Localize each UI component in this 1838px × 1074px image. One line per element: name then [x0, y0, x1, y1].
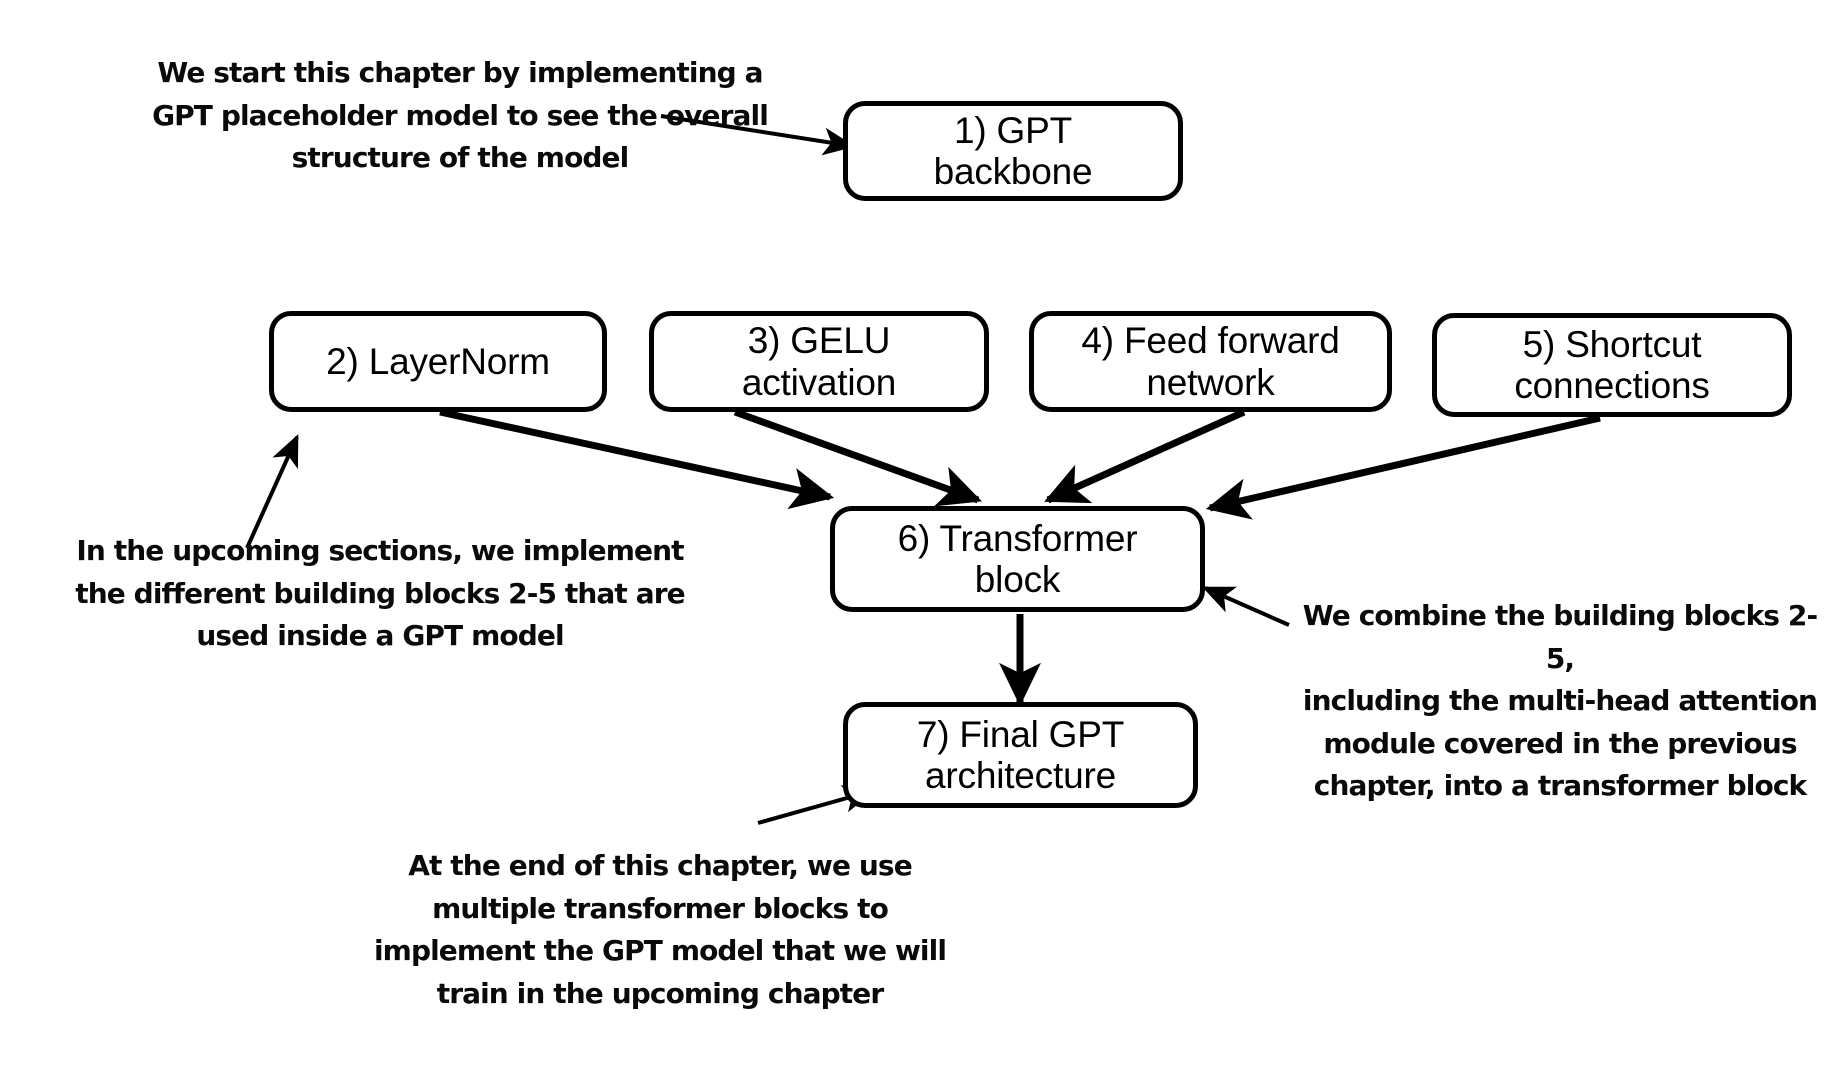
connector-gelu-to-transformer-block — [733, 408, 982, 507]
annotation-note-right: We combine the building blocks 2-5, incl… — [1302, 599, 1818, 803]
annotation-note-left: In the upcoming sections, we implement t… — [75, 534, 685, 653]
annotation-note-bottom: At the end of this chapter, we use multi… — [373, 849, 947, 1010]
connector-note-right-to-transformer-block — [1202, 586, 1290, 627]
connector-shortcut-to-transformer-block — [1205, 414, 1601, 520]
connector-layernorm-to-transformer-block — [439, 408, 835, 510]
connector-feed-forward-to-transformer-block — [1044, 408, 1246, 504]
node-layernorm[interactable]: 2) LayerNorm — [269, 311, 607, 412]
node-layernorm-label: 2) LayerNorm — [326, 340, 550, 382]
annotation-note-top-left: We start this chapter by implementing a … — [152, 56, 769, 175]
